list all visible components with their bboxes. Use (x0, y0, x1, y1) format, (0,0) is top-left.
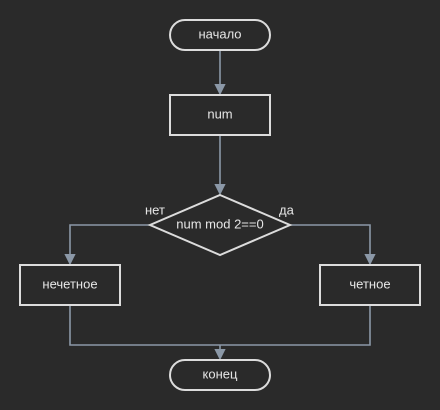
end-label: конец (203, 366, 238, 381)
start-node: начало (169, 19, 271, 51)
input-node: num (169, 94, 271, 136)
condition-node: num mod 2==0 (147, 193, 293, 257)
input-label: num (207, 106, 232, 121)
even-label: четное (349, 276, 390, 291)
yes-branch-label: да (279, 202, 295, 217)
start-label: начало (198, 26, 241, 41)
edge-yes-branch (290, 224, 376, 266)
input-box (169, 94, 271, 136)
odd-box (19, 264, 121, 306)
no-branch-label: нет (145, 202, 165, 217)
even-box (319, 264, 421, 306)
condition-diamond (147, 193, 293, 257)
even-node: четное (319, 264, 421, 306)
end-terminator-shape (169, 359, 271, 391)
end-node: конец (169, 359, 271, 391)
edge-odd-to-merge (69, 305, 220, 346)
start-terminator-shape (169, 19, 271, 51)
condition-label: num mod 2==0 (176, 216, 263, 231)
odd-label: нечетное (42, 276, 97, 291)
edge-even-to-merge (220, 305, 371, 346)
odd-node: нечетное (19, 264, 121, 306)
edge-no-branch (64, 224, 150, 266)
